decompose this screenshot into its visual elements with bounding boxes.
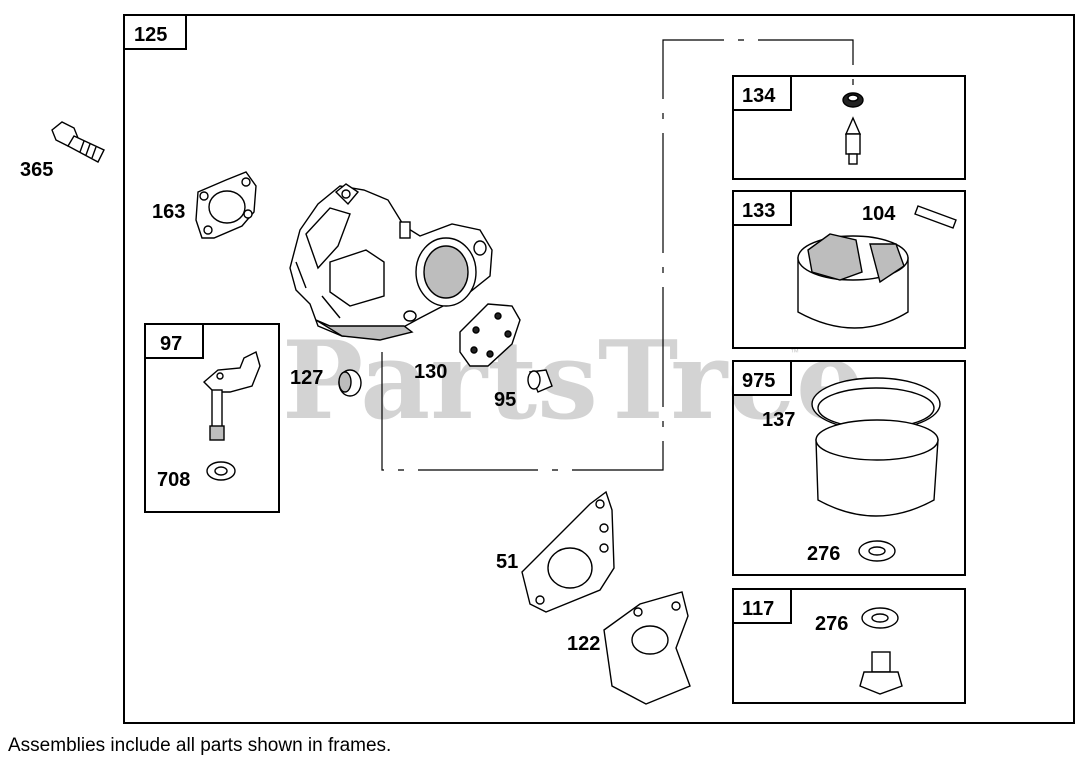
label-276-b: 276 — [815, 613, 848, 635]
frame-134: 134 — [732, 75, 966, 180]
label-130: 130 — [414, 361, 447, 383]
frame-117: 117 — [732, 588, 966, 704]
lever-97 — [202, 350, 261, 441]
plate-130 — [459, 303, 521, 367]
float-133 — [797, 233, 909, 329]
pin-104 — [914, 205, 957, 229]
label-163: 163 — [152, 201, 185, 223]
label-127: 127 — [290, 367, 323, 389]
plug-127 — [338, 369, 362, 397]
frame-117-tag: 117 — [742, 598, 774, 620]
washer-276-a — [858, 540, 896, 562]
watermark-trademark: ™ — [790, 347, 799, 357]
carburetor-body — [289, 183, 493, 341]
frame-97: 97 — [144, 323, 280, 513]
frame-134-tag: 134 — [742, 85, 776, 107]
frame-125-tag-box — [123, 14, 187, 50]
label-137: 137 — [762, 409, 795, 431]
label-276-a: 276 — [807, 543, 840, 565]
washer-708 — [206, 461, 236, 481]
label-122: 122 — [567, 633, 600, 655]
frame-97-tag: 97 — [160, 333, 182, 355]
washer-276-b — [861, 607, 899, 629]
bolt-365 — [51, 121, 105, 163]
frame-975-tag: 975 — [742, 370, 775, 392]
label-708: 708 — [157, 469, 190, 491]
frame-133: 133 — [732, 190, 966, 349]
label-104: 104 — [862, 203, 896, 225]
needle-valve-134 — [842, 92, 864, 165]
spring-95 — [527, 369, 553, 393]
frame-125-tag: 125 — [134, 24, 167, 46]
label-365: 365 — [20, 159, 53, 181]
frame-133-tag: 133 — [742, 200, 775, 222]
bowl-nut-117 — [859, 651, 903, 695]
float-bowl — [815, 419, 939, 517]
gasket-163 — [195, 171, 257, 239]
frame-125 — [123, 14, 1075, 724]
footnote: Assemblies include all parts shown in fr… — [8, 735, 392, 756]
label-95: 95 — [494, 389, 516, 411]
insulator-122 — [603, 591, 691, 705]
gasket-137 — [811, 377, 941, 431]
label-51: 51 — [496, 551, 518, 573]
leader-line — [381, 39, 854, 471]
frame-975: 975 — [732, 360, 966, 576]
gasket-51 — [521, 490, 615, 613]
